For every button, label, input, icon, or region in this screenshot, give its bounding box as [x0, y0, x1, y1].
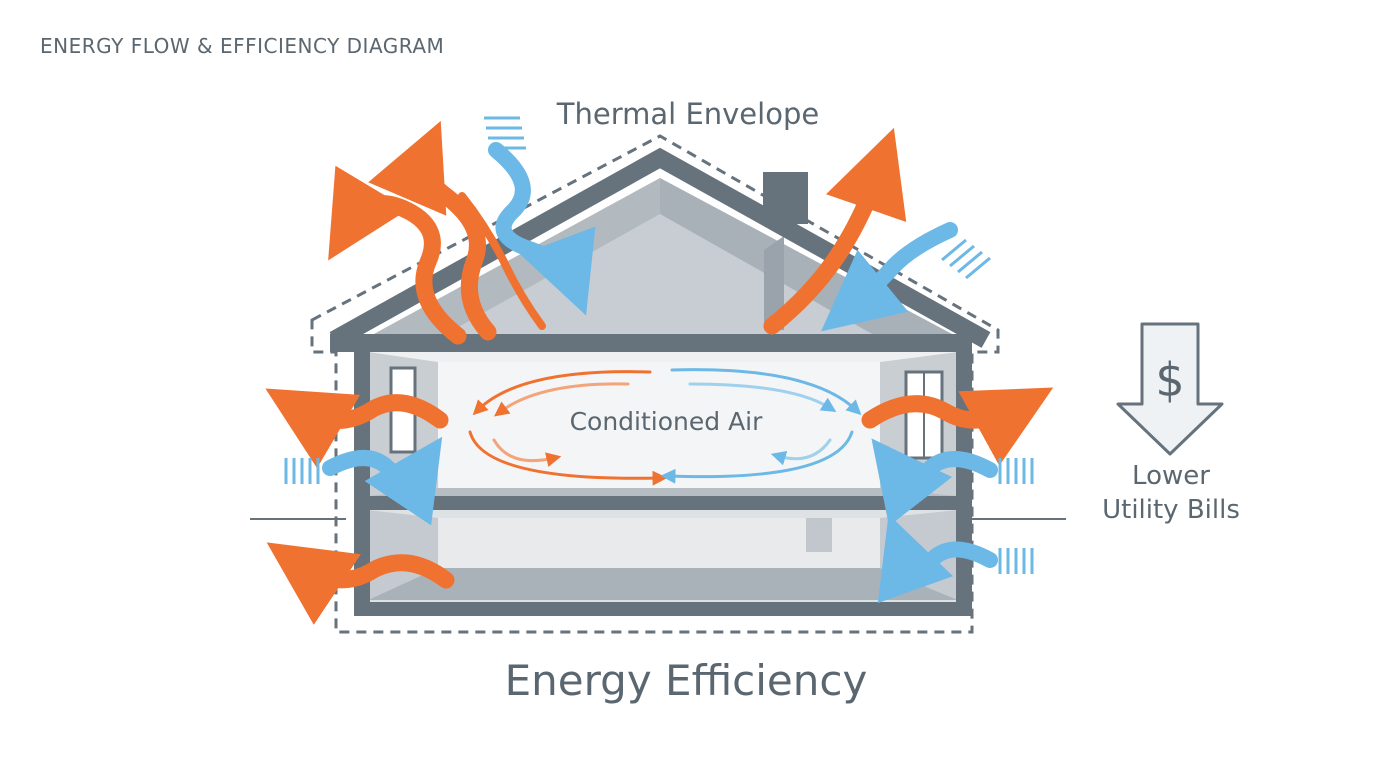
heat-loss-arrow-roof-left-2	[368, 120, 497, 341]
heat-loss-arrow-wall-right	[861, 387, 1054, 466]
cold-speed-lines	[284, 116, 1034, 574]
cold-arrow-wall-left	[322, 436, 443, 526]
cold-infiltration-arrows	[322, 142, 998, 604]
heat-loss-arrow-wall-left-lower	[266, 542, 455, 625]
energy-efficiency-label: Energy Efficiency	[505, 656, 868, 705]
dollar-sign-icon: $	[1155, 353, 1184, 407]
basement	[368, 510, 958, 604]
cold-arrow-roof-left	[488, 142, 596, 316]
cold-arrow-basement-right	[877, 514, 998, 604]
heat-loss-arrow-wall-left-upper	[265, 388, 449, 469]
lower-bills-label-line2: Utility Bills	[1102, 495, 1240, 525]
cold-arrow-roof-right	[821, 222, 958, 332]
cold-arrow-wall-right	[871, 438, 998, 527]
conditioned-air-circulation	[468, 368, 862, 486]
conditioned-air-label: Conditioned Air	[570, 407, 764, 436]
diagram-header-title: ENERGY FLOW & EFFICIENCY DIAGRAM	[40, 34, 445, 58]
down-arrow-icon: $	[1116, 322, 1224, 456]
thermal-envelope-label: Thermal Envelope	[556, 97, 819, 131]
lower-bills-label-line1: Lower	[1132, 461, 1210, 491]
